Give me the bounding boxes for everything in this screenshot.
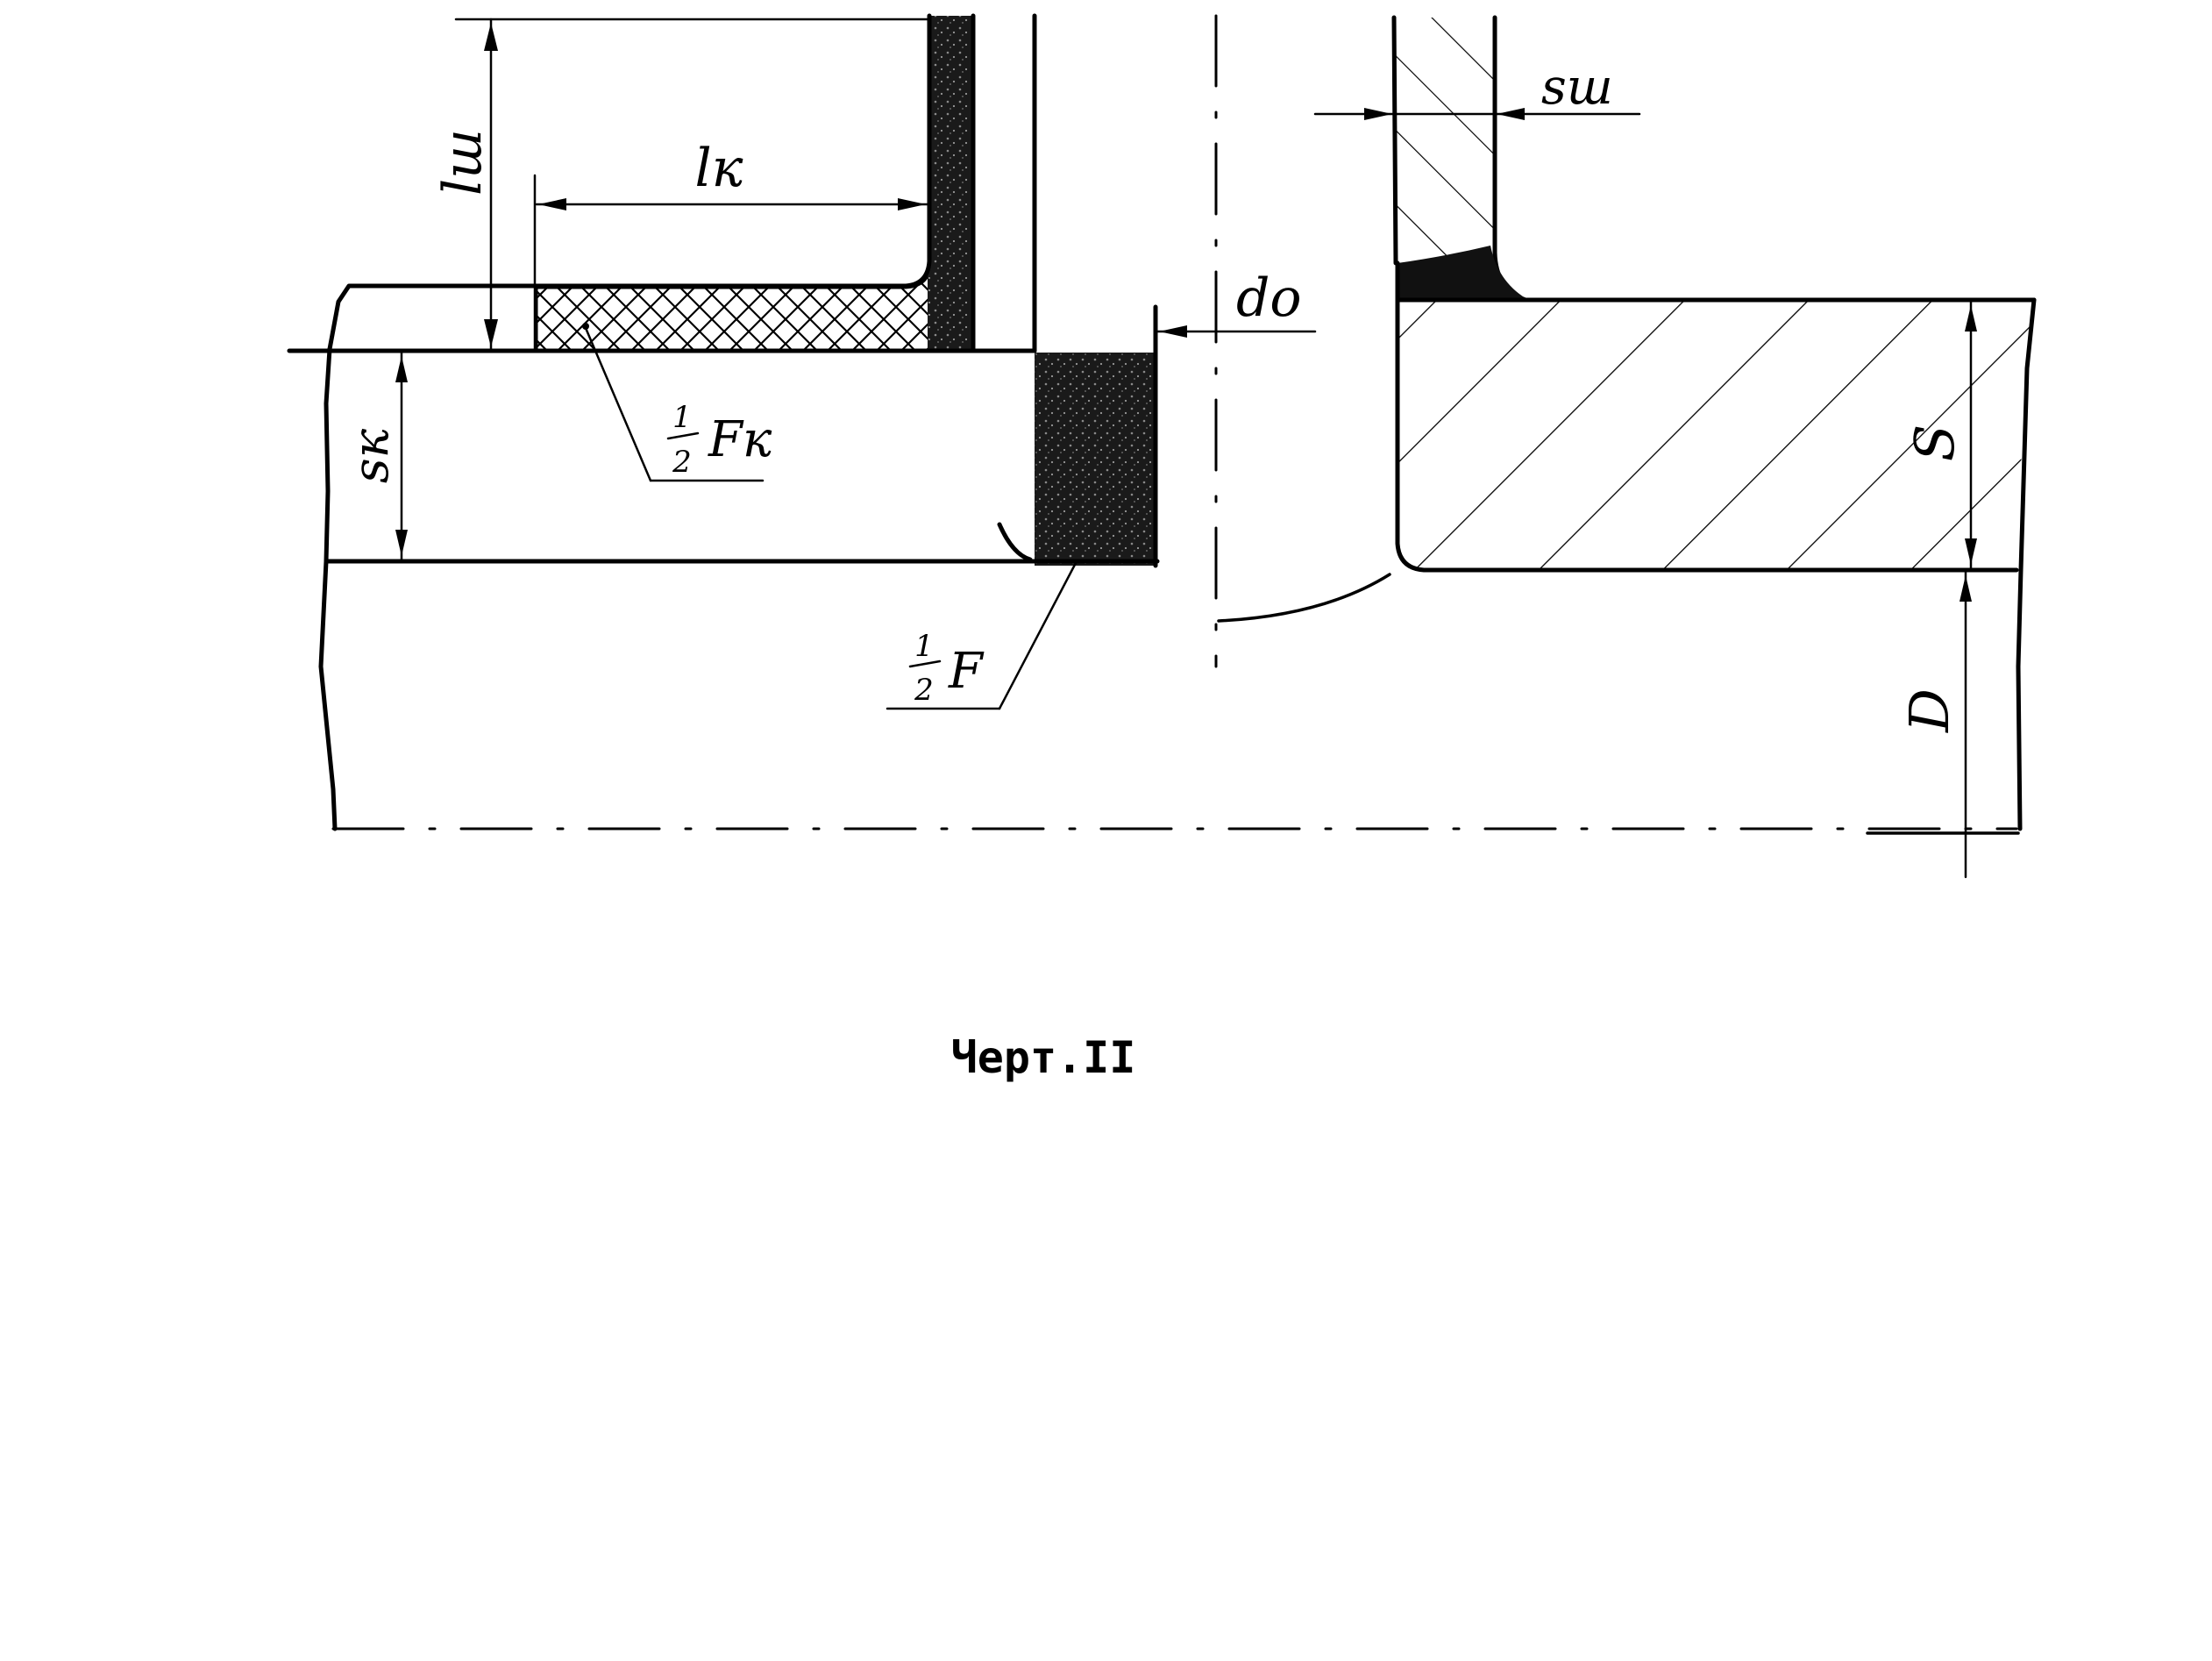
dim-s: S	[1903, 300, 1977, 570]
label-half-fk-den: 2	[672, 445, 692, 480]
rotation-arc	[1217, 573, 1391, 623]
label-d-o: dо	[1236, 267, 1302, 329]
right-shell-section	[1391, 15, 2037, 831]
label-l-k: lк	[694, 138, 743, 199]
dim-l-sh: lш	[432, 18, 931, 351]
label-d: D	[1897, 688, 1961, 733]
area-half-f	[1035, 353, 1156, 566]
dim-d-o: dо	[1156, 267, 1317, 338]
label-s-sh: sш	[1541, 59, 1613, 116]
label-half-f-den: 2	[914, 673, 934, 708]
area-half-fk	[535, 262, 933, 353]
left-shell-section	[287, 13, 1160, 831]
label-s-k: sк	[343, 428, 400, 483]
label-half-fk-num: 1	[672, 400, 692, 435]
dim-l-k: lк	[533, 138, 929, 353]
leader-half-f: 1 2 F	[886, 560, 1078, 710]
label-half-f-sym: F	[948, 643, 985, 700]
dim-d: D	[1897, 570, 1972, 879]
label-s: S	[1903, 424, 1967, 461]
dim-s-sh: sш	[1313, 59, 1641, 120]
dim-s-k: sк	[343, 351, 408, 561]
figure-caption: Черт.II	[951, 1032, 1136, 1083]
leader-half-fk: 1 2 Fк	[582, 323, 772, 482]
label-half-f-num: 1	[914, 629, 934, 664]
label-half-fk-sym: Fк	[708, 411, 772, 468]
label-l-sh: lш	[432, 129, 494, 196]
nozzle-wall-dark	[928, 16, 973, 351]
